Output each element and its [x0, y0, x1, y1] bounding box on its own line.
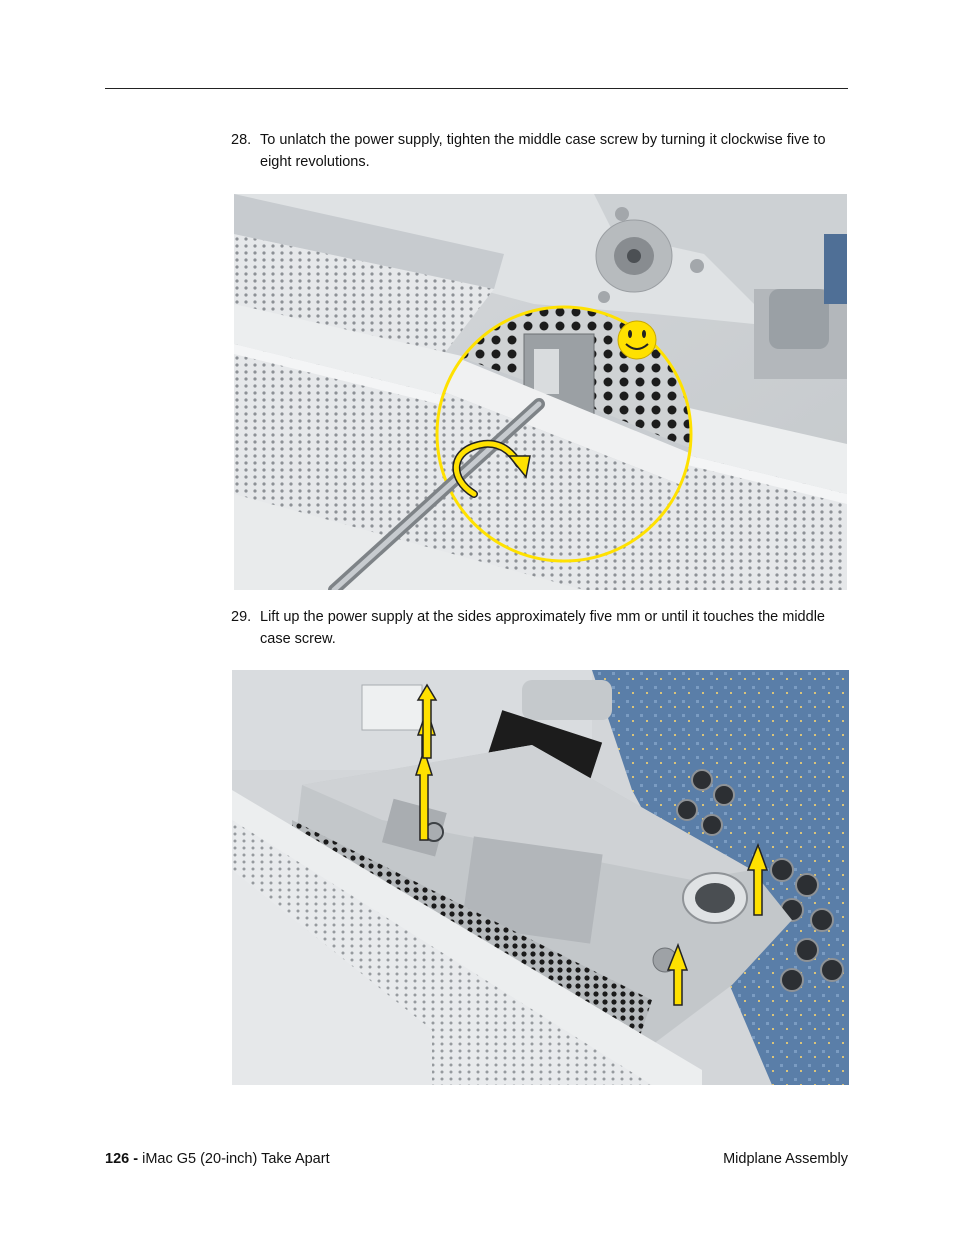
step-text: To unlatch the power supply, tighten the…	[260, 132, 826, 170]
step-number: 28.	[231, 132, 252, 148]
photo-illustration-1	[234, 194, 847, 590]
doc-title: iMac G5 (20-inch) Take Apart	[142, 1151, 330, 1167]
page-number: 126 -	[105, 1151, 139, 1167]
photo-lift-power-supply	[232, 670, 849, 1085]
step-text: Lift up the power supply at the sides ap…	[260, 609, 825, 647]
photo-screwdriver-tighten-screw	[234, 194, 847, 590]
step-29: 29. Lift up the power supply at the side…	[231, 606, 851, 650]
photo-illustration-2	[232, 670, 849, 1085]
header-rule	[105, 88, 848, 89]
step-number: 29.	[231, 609, 252, 625]
step-28: 28. To unlatch the power supply, tighten…	[231, 129, 851, 173]
smiley-icon	[617, 320, 657, 360]
footer-left: 126 - iMac G5 (20-inch) Take Apart	[105, 1151, 330, 1167]
footer-section: Midplane Assembly	[723, 1151, 848, 1167]
